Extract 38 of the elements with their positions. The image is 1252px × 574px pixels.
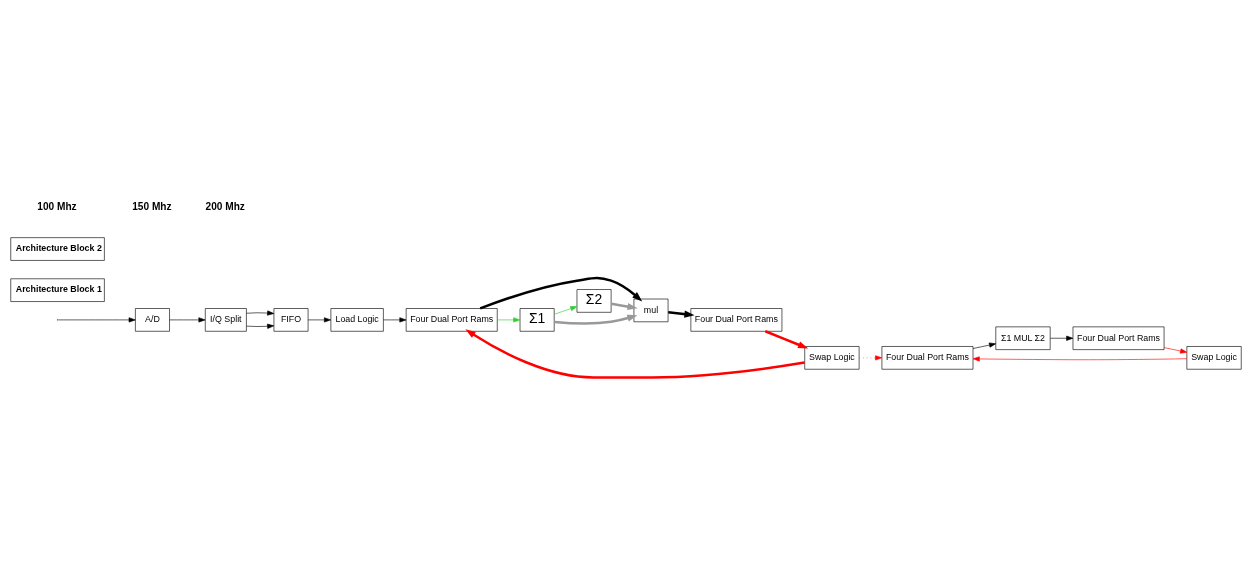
node-box: Load Logic	[330, 308, 384, 332]
arrow	[169, 317, 206, 323]
arrow	[497, 317, 521, 323]
label: 200 Mhz	[205, 200, 245, 212]
arrow	[1050, 335, 1074, 341]
node-box: A/D	[135, 308, 170, 332]
arrow	[479, 276, 643, 310]
node-box: Σ2	[576, 289, 612, 313]
arrow	[554, 306, 578, 315]
arrow	[764, 330, 809, 349]
node-box: Swap Logic	[1186, 346, 1242, 370]
node-box: Four Dual Port Rams	[405, 308, 498, 332]
node-box: Σ1 MUL Σ2	[995, 326, 1051, 350]
arrow	[611, 302, 638, 311]
node-box: FIFO	[273, 308, 309, 332]
node-box: Architecture Block 1	[10, 278, 105, 302]
arrow	[57, 317, 136, 323]
arrow	[859, 355, 883, 361]
label: 100 Mhz	[37, 200, 77, 212]
arrow	[246, 323, 275, 329]
arrow	[972, 356, 1188, 362]
node-box: Four Dual Port Rams	[1072, 326, 1165, 350]
arrow	[972, 342, 997, 349]
arrow	[668, 310, 695, 318]
node-box: Swap Logic	[804, 346, 860, 370]
node-box: mul	[633, 298, 669, 323]
label: 150 Mhz	[132, 200, 172, 212]
arrow	[554, 314, 638, 325]
arrow	[246, 310, 275, 316]
node-box: Architecture Block 2	[10, 237, 105, 261]
node-box: Four Dual Port Rams	[881, 346, 974, 370]
arrow	[1163, 347, 1188, 354]
node-box: Σ1	[519, 308, 555, 332]
arrow	[465, 329, 805, 379]
node-box: Four Dual Port Rams	[690, 308, 783, 332]
arrow	[383, 317, 407, 323]
arrow	[307, 317, 331, 323]
node-box: I/Q Split	[204, 308, 247, 332]
